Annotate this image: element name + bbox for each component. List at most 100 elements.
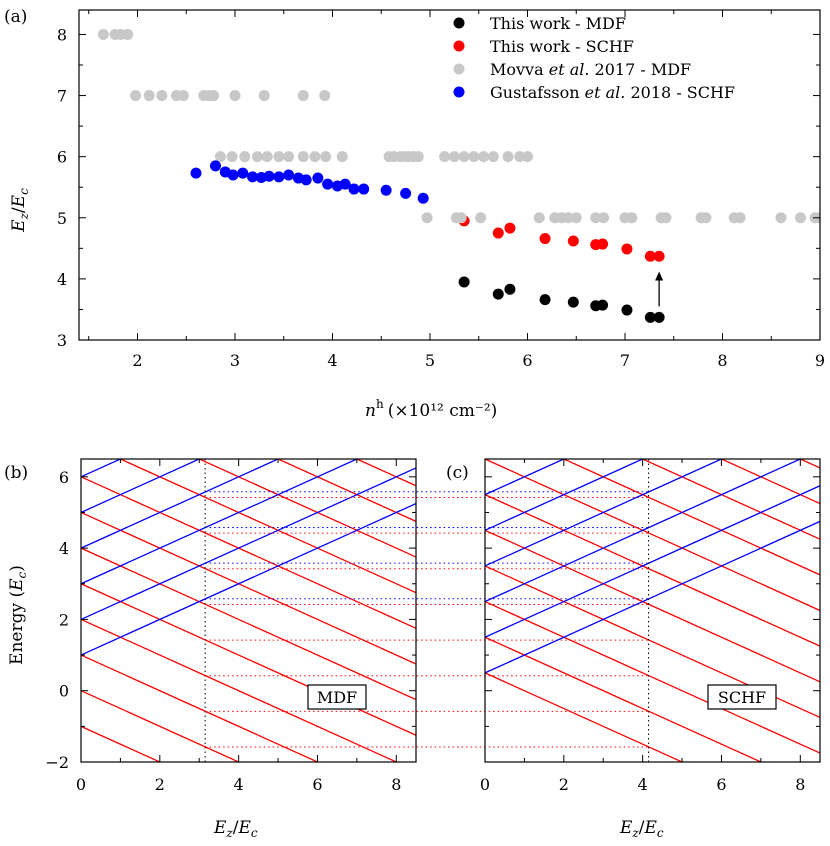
- a-ylabel-sub1: z: [17, 212, 31, 220]
- point-series2-61: [734, 212, 746, 224]
- blue-level-line-5: [485, 459, 566, 496]
- point-series2-63: [795, 212, 806, 224]
- point-series2-4: [130, 90, 142, 102]
- red-level-line-0: [485, 672, 684, 762]
- point-series1-4: [567, 235, 579, 247]
- legend-marker-0: [453, 17, 465, 29]
- panel-c-label-box: [707, 684, 777, 710]
- a-ylabel-var2: E: [9, 194, 29, 208]
- point-series2-51: [570, 212, 582, 224]
- point-series2-3: [122, 28, 134, 40]
- blue-level-line-3: [81, 459, 280, 549]
- point-series2-11: [208, 90, 220, 102]
- panel-b-boxed-label: MDF: [307, 684, 367, 710]
- red-level-line-9: [719, 459, 820, 505]
- point-series1-9: [653, 250, 665, 262]
- point-series1-2: [504, 222, 516, 234]
- panel-b-tag: (b): [4, 463, 28, 483]
- red-level-line-10: [798, 459, 820, 469]
- point-series2-0: [97, 28, 109, 40]
- blue-level-line-4: [485, 459, 645, 531]
- red-level-line-8: [118, 459, 416, 594]
- panel-c-lines: [485, 281, 820, 762]
- legend-marker-2: [453, 63, 465, 75]
- point-series2-18: [239, 151, 251, 163]
- panel-b-frame: [80, 458, 417, 763]
- blue-level-line-1: [485, 485, 820, 638]
- a-xtick-label-4: 6: [522, 351, 532, 370]
- point-series3-20: [417, 192, 429, 204]
- b-ylabel-sub: c: [15, 571, 29, 578]
- point-series2-26: [336, 151, 348, 163]
- legend-marker-3: [453, 86, 465, 98]
- panel-b-label-box: [307, 684, 367, 710]
- point-series0-0: [458, 276, 470, 288]
- b-xtick-label-1: 2: [155, 775, 165, 794]
- panel-c-label-text: SCHF: [718, 688, 766, 707]
- point-series2-13: [258, 90, 270, 102]
- b-ytick-label-1: 0: [59, 682, 69, 701]
- point-series3-18: [380, 184, 392, 196]
- point-series2-52: [590, 212, 602, 224]
- a-ylabel-sep: /: [9, 207, 29, 213]
- red-level-line-0: [81, 725, 162, 762]
- red-level-line-9: [197, 459, 416, 558]
- a-xtick-label-0: 2: [132, 351, 142, 370]
- red-level-line-1: [485, 636, 763, 762]
- a-xtick-label-6: 8: [717, 351, 727, 370]
- b-ytick-label-3: 4: [59, 539, 69, 558]
- point-series2-12: [229, 90, 241, 102]
- point-series2-41: [514, 151, 526, 163]
- legend-label-2: Movva et al. 2017 - MDF: [490, 60, 691, 79]
- panel-a-tag: (a): [4, 7, 27, 27]
- b-xlabel-sub1: z: [225, 826, 233, 840]
- point-series1-6: [597, 238, 609, 250]
- point-series0-1: [492, 288, 504, 300]
- a-xtick-label-7: 9: [815, 351, 825, 370]
- point-series3-11: [300, 174, 312, 186]
- point-series2-8: [177, 90, 189, 102]
- a-ytick-label-3: 6: [57, 148, 67, 167]
- point-series3-7: [263, 170, 275, 182]
- red-level-line-11: [485, 281, 820, 433]
- blue-level-line-4: [81, 459, 201, 514]
- panel-b-lines: [81, 459, 416, 762]
- blue-level-line-1: [81, 467, 416, 621]
- red-level-line-10: [276, 459, 416, 522]
- point-series1-1: [492, 227, 504, 239]
- blue-level-line-2: [485, 459, 802, 603]
- panel-a-data-layer: [97, 28, 820, 323]
- legend-label-0: This work - MDF: [490, 14, 626, 33]
- c-xlabel-sub2: c: [657, 826, 664, 840]
- point-series2-53: [598, 212, 610, 224]
- point-series2-21: [273, 151, 285, 163]
- b-ytick-label-0: −2: [45, 753, 69, 772]
- point-series3-9: [283, 169, 295, 181]
- b-xtick-label-0: 0: [76, 775, 86, 794]
- panel-b-y-axis-label: Energy (Ec): [7, 565, 29, 665]
- c-xlabel-var2: E: [643, 818, 657, 838]
- point-series2-24: [309, 151, 321, 163]
- panel-c-boxed-label: SCHF: [707, 684, 777, 710]
- blue-level-line-0: [485, 520, 820, 674]
- red-level-line-4: [81, 583, 416, 736]
- blue-level-line-2: [81, 459, 359, 585]
- panel-c-data-layer: [485, 281, 820, 762]
- point-series3-12: [312, 172, 324, 184]
- c-xlabel-var: E: [619, 818, 633, 838]
- point-series3-0: [190, 167, 202, 179]
- point-series2-19: [251, 151, 263, 163]
- c-xtick-label-1: 2: [559, 775, 569, 794]
- point-series1-7: [621, 243, 633, 255]
- point-series2-34: [439, 151, 451, 163]
- point-series0-9: [653, 311, 665, 323]
- a-xtick-label-3: 5: [425, 351, 435, 370]
- point-series3-15: [339, 178, 351, 190]
- a-xlabel-sup: h: [376, 397, 384, 411]
